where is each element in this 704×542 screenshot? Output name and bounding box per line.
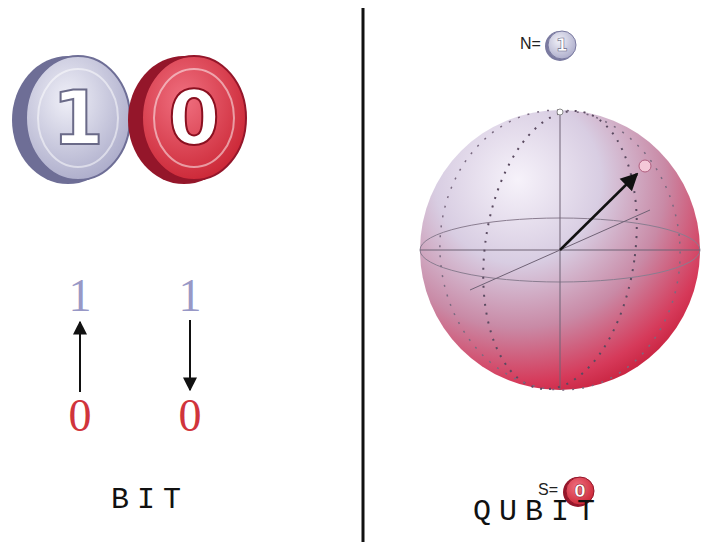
pole-label: S= <box>538 482 558 498</box>
coin-digit: 1 <box>547 35 577 55</box>
coin-digit: 0 <box>168 81 220 155</box>
state-one: 1 <box>179 273 202 319</box>
transition-arrow <box>189 320 191 390</box>
section-title: QUBIT <box>473 497 603 527</box>
state-zero: 0 <box>69 393 92 439</box>
bloch-sphere <box>420 101 700 399</box>
bit-coin: 0 <box>128 52 252 188</box>
state-zero: 0 <box>179 393 202 439</box>
section-title: BIT <box>111 485 189 515</box>
coin-digit: 1 <box>52 81 104 155</box>
state-one: 1 <box>69 273 92 319</box>
pole-coin: N= 1 <box>520 28 580 62</box>
pole-label: N= <box>520 36 541 52</box>
transition-arrow <box>79 322 81 392</box>
bit-coin: 1 <box>12 52 136 188</box>
divider-line <box>362 8 365 542</box>
